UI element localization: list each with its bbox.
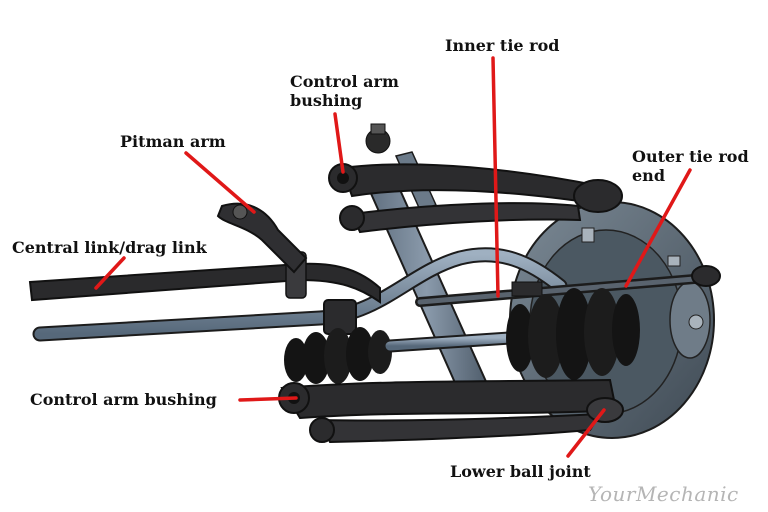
- inner-cv-boot: [284, 327, 392, 384]
- axle-shaft: [385, 333, 515, 351]
- leader-pitman-arm: [184, 151, 256, 214]
- outer-cv-boot: [506, 288, 640, 380]
- label-central-link: Central link/drag link: [12, 238, 207, 257]
- leader-lower-bushing: [238, 396, 298, 402]
- leader-central-link: [94, 256, 126, 290]
- leader-lines: [94, 56, 692, 458]
- watermark-logo: YourMechanic: [588, 482, 739, 506]
- pitman-arm-part: [216, 202, 308, 274]
- lower-control-arm: [278, 378, 624, 444]
- label-control-arm-bushing-upper: Control arm bushing: [290, 72, 399, 110]
- label-inner-tie-rod: Inner tie rod: [445, 36, 560, 55]
- label-outer-tie-rod-end: Outer tie rod end: [632, 147, 749, 185]
- label-lower-ball-joint: Lower ball joint: [450, 462, 591, 481]
- leader-lower-ball-joint: [566, 408, 606, 458]
- central-link-part: [28, 251, 381, 304]
- leader-inner-tie-rod: [491, 56, 500, 298]
- upper-control-arm: [328, 163, 623, 234]
- leader-upper-bushing: [333, 112, 345, 174]
- leader-outer-tie-rod: [624, 168, 692, 288]
- label-control-arm-bushing-lower: Control arm bushing: [30, 390, 217, 409]
- tie-rod-assembly: [415, 265, 721, 307]
- label-pitman-arm: Pitman arm: [120, 132, 226, 151]
